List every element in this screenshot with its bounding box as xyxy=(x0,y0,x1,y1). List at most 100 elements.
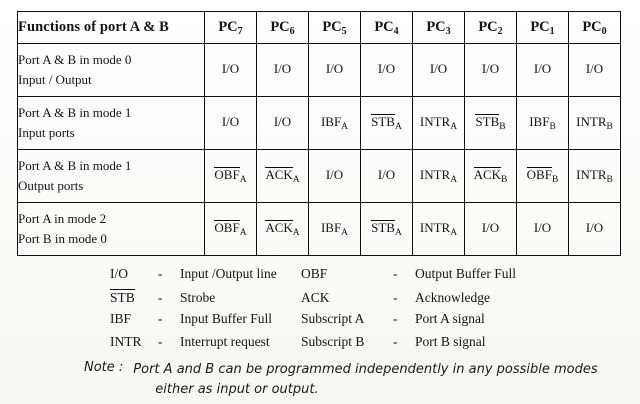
header-pc2-sub: 2 xyxy=(497,25,503,37)
header-pc5-sub: 5 xyxy=(341,25,347,37)
legend-abbr-subscript-a-text: Subscript A xyxy=(301,311,365,326)
header-pc1: PC1 xyxy=(516,11,569,44)
signal-sub: A xyxy=(450,122,458,133)
row-1-function-line2: Input ports xyxy=(18,125,75,140)
signal-base: I/O xyxy=(273,60,292,76)
signal-base: INTR xyxy=(419,113,451,129)
signal-base: STB xyxy=(371,113,395,129)
signal-label: I/O xyxy=(534,61,551,79)
row-2-pc4: I/O xyxy=(360,149,413,203)
row-0-function-line2: Input / Output xyxy=(18,72,92,87)
signal-base: I/O xyxy=(533,219,552,235)
row-3-pc1: I/O xyxy=(516,202,569,256)
row-2-pc7: OBFA xyxy=(204,149,257,203)
table-body: Port A & B in mode 0 Input / Output I/O … xyxy=(17,43,621,256)
signal-sub: A xyxy=(450,175,458,186)
header-pc2: PC2 xyxy=(464,11,517,44)
signal-sub: A xyxy=(394,122,402,133)
row-1-pc6: I/O xyxy=(256,96,309,150)
legend-row: STB - Strobe ACK - Acknowledge xyxy=(0,288,640,312)
signal-base: I/O xyxy=(533,60,552,76)
signal-base: STB xyxy=(475,113,500,129)
legend-abbr-stb: STB xyxy=(110,288,158,306)
header-pc0-sub: 0 xyxy=(601,25,607,37)
legend-desc-ibf: Input Buffer Full xyxy=(180,311,272,326)
signal-sub: B xyxy=(501,175,508,186)
signal-label: I/O xyxy=(586,220,603,238)
legend-separator: - xyxy=(158,266,163,281)
legend-desc-io: Input /Output line xyxy=(180,266,277,281)
row-2-pc0: INTRB xyxy=(568,149,621,203)
legend-separator: - xyxy=(393,266,398,281)
signal-base: I/O xyxy=(221,60,240,76)
signal-label: I/O xyxy=(586,61,603,79)
legend-desc-subscript-b: Port B signal xyxy=(415,333,486,349)
legend-abbr-subscript-b-text: Subscript B xyxy=(301,333,365,349)
legend-abbr-io: I/O xyxy=(110,266,158,282)
legend-abbr-ibf: IBF xyxy=(110,311,158,327)
row-0-pc4: I/O xyxy=(360,43,413,97)
signal-base: IBF xyxy=(320,219,342,235)
header-pc3-base: PC xyxy=(426,18,446,35)
row-1-pc7: I/O xyxy=(204,96,257,150)
header-pc5-base: PC xyxy=(322,18,342,35)
row-0-pc5: I/O xyxy=(308,43,361,97)
signal-sub: A xyxy=(341,122,349,133)
signal-base: I/O xyxy=(273,113,292,129)
note-line1: Port A and B can be programmed independe… xyxy=(133,362,598,377)
header-pc4: PC4 xyxy=(360,11,413,44)
row-1-pc5: IBFA xyxy=(308,96,361,150)
table-header-row: Functions of port A & B PC7 PC6 PC5 PC4 … xyxy=(17,11,621,44)
row-3-pc4: STBA xyxy=(360,202,413,256)
legend-row: INTR - Interrupt request Subscript B - P… xyxy=(0,334,640,357)
signal-label: I/O xyxy=(430,61,447,79)
legend-desc-stb: Strobe xyxy=(180,289,216,305)
signal-label: IBFA xyxy=(321,114,348,132)
signal-label: STBA xyxy=(371,219,402,239)
legend-abbr-subscript-b: Subscript B xyxy=(301,334,393,350)
table-row: Port A & B in mode 1 Output ports OBFA A… xyxy=(17,149,621,203)
signal-base: INTR xyxy=(576,166,607,182)
row-1-pc4: STBA xyxy=(360,96,413,150)
header-pc4-base: PC xyxy=(374,18,394,35)
signal-base: INTR xyxy=(419,166,451,182)
legend-abbr-ack: ACK xyxy=(301,290,393,306)
signal-base: I/O xyxy=(481,60,500,76)
legend-separator: - xyxy=(158,289,163,305)
row-3-pc7: OBFA xyxy=(204,202,257,256)
legend-abbr-intr-text: INTR xyxy=(110,333,142,349)
row-2-function: Port A & B in mode 1 Output ports xyxy=(17,149,205,203)
signal-label: I/O xyxy=(326,61,343,79)
legend-abbr-obf-text: OBF xyxy=(301,266,328,281)
header-pc7-sub: 7 xyxy=(237,25,243,37)
row-3-pc2: I/O xyxy=(464,202,517,256)
signal-base: I/O xyxy=(325,166,344,182)
signal-label: OBFB xyxy=(526,166,558,185)
signal-base: OBF xyxy=(214,219,240,235)
row-3-pc3: INTRA xyxy=(412,202,465,256)
row-0-pc1: I/O xyxy=(516,43,569,97)
signal-label: I/O xyxy=(274,114,291,132)
signal-label: ACKA xyxy=(265,166,300,185)
table-row: Port A & B in mode 0 Input / Output I/O … xyxy=(17,43,621,97)
signal-base: I/O xyxy=(585,60,604,76)
signal-label: STBB xyxy=(475,113,506,132)
table-row: Port A in mode 2 Port B in mode 0 OBFA A… xyxy=(17,202,621,256)
header-pc5: PC5 xyxy=(308,11,361,44)
header-pc6: PC6 xyxy=(256,11,309,44)
legend-desc-intr: Interrupt request xyxy=(180,333,270,349)
row-1-pc0: INTRB xyxy=(568,96,621,150)
note-block: Note : Port A and B can be programmed in… xyxy=(0,360,640,399)
signal-label: INTRA xyxy=(420,220,457,238)
signal-base: INTR xyxy=(419,219,451,235)
row-0-pc6: I/O xyxy=(256,43,309,97)
legend-abbr-ibf-text: IBF xyxy=(110,311,132,326)
signal-base: I/O xyxy=(377,166,396,182)
signal-sub: A xyxy=(239,175,247,186)
legend-desc-subscript-a: Port A signal xyxy=(415,311,485,326)
row-2-function-line2: Output ports xyxy=(18,178,84,193)
legend-abbr-io-text: I/O xyxy=(110,266,128,281)
signal-label: I/O xyxy=(482,220,499,238)
signal-base: I/O xyxy=(221,113,240,129)
signal-sub: A xyxy=(394,228,402,239)
